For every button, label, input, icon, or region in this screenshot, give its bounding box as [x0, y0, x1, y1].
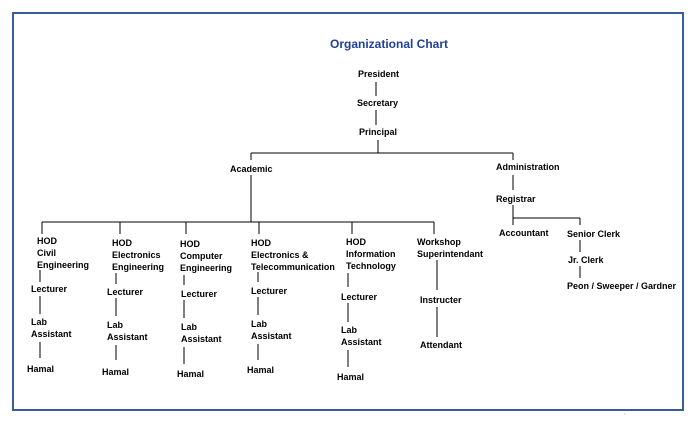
- node-lecturer: Lecturer: [31, 284, 68, 294]
- node-academic: Academic: [230, 164, 273, 174]
- chart-title: Organizational Chart: [330, 37, 449, 51]
- node-hod-information-technology: HOD Information Technology: [346, 237, 396, 271]
- node-lab-assistant: Lab Assistant: [341, 325, 382, 347]
- node-senior-clerk: Senior Clerk: [567, 229, 621, 239]
- node-hamal: Hamal: [177, 369, 205, 379]
- node-president: President: [358, 69, 400, 79]
- node-hamal: Hamal: [247, 365, 275, 375]
- node-jr-clerk: Jr. Clerk: [568, 255, 604, 265]
- node-attendant: Attendant: [420, 340, 462, 350]
- node-secretary: Secretary: [357, 98, 399, 108]
- node-hod-computer: HOD Computer Engineering: [180, 239, 233, 273]
- node-lecturer: Lecturer: [181, 289, 218, 299]
- node-instructer: Instructer: [420, 295, 462, 305]
- node-lecturer: Lecturer: [341, 292, 378, 302]
- node-administration: Administration: [496, 162, 560, 172]
- node-lab-assistant: Lab Assistant: [107, 320, 148, 342]
- node-hod-civil: HOD Civil Engineering: [37, 236, 90, 270]
- node-lecturer: Lecturer: [107, 287, 144, 297]
- footnote-mark: ': [624, 414, 626, 420]
- node-hamal: Hamal: [337, 372, 365, 382]
- node-lab-assistant: Lab Assistant: [31, 317, 72, 339]
- node-hamal: Hamal: [102, 367, 130, 377]
- chart-frame: [12, 12, 684, 411]
- node-principal: Principal: [359, 127, 398, 137]
- node-lab-assistant: Lab Assistant: [251, 319, 292, 341]
- node-workshop-superintendant: Workshop Superintendant: [417, 237, 484, 259]
- node-lab-assistant: Lab Assistant: [181, 322, 222, 344]
- node-peon-sweeper-gardner: Peon / Sweeper / Gardner: [567, 281, 677, 291]
- node-hod-electronics-telecom: HOD Electronics & Telecommunication: [251, 238, 335, 272]
- node-registrar: Registrar: [496, 194, 536, 204]
- node-lecturer: Lecturer: [251, 286, 288, 296]
- node-accountant: Accountant: [499, 228, 549, 238]
- node-hod-electronics: HOD Electronics Engineering: [112, 238, 165, 272]
- node-hamal: Hamal: [27, 364, 55, 374]
